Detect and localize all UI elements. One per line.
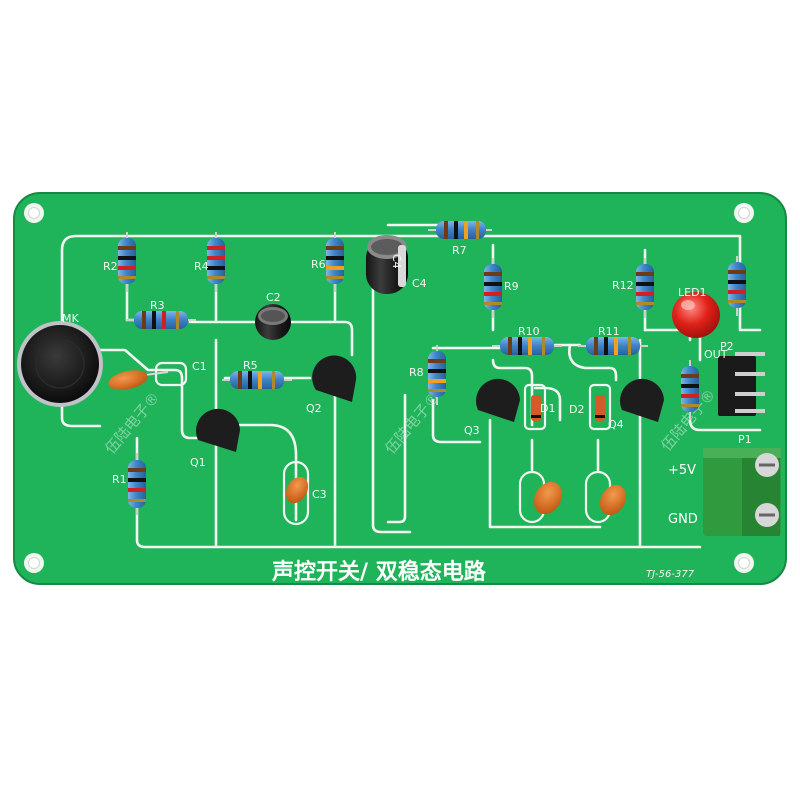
resistor-r12: [636, 258, 654, 318]
resistor-r14: [681, 360, 699, 420]
c4-body-label: C4: [390, 254, 403, 269]
label-c2: C2: [266, 291, 281, 304]
pcb-board: [14, 193, 786, 584]
mounting-holes: [24, 203, 754, 573]
resistor-r8: [428, 345, 446, 405]
resistor-r7: [428, 221, 492, 239]
capacitor-c6: [599, 484, 627, 516]
resistor-r2: [118, 232, 136, 292]
label-q2: Q2: [306, 402, 322, 415]
label-c1: C1: [192, 360, 207, 373]
label-led1: LED1: [678, 286, 707, 299]
diode-d2: [595, 395, 605, 421]
label-r3: R3: [150, 299, 165, 312]
label-mk: MK: [62, 312, 79, 325]
label-q3: Q3: [464, 424, 480, 437]
label-p2: P2: [720, 340, 734, 353]
label-r12: R12: [612, 279, 634, 292]
microphone: [17, 321, 103, 407]
resistor-r1: [128, 453, 146, 515]
board-code: TJ-56-377: [646, 569, 695, 580]
label-r8: R8: [409, 366, 424, 379]
board-title: 声控开关/ 双稳态电路: [271, 559, 487, 585]
label-c3: C3: [312, 488, 327, 501]
label-r4: R4: [194, 260, 209, 273]
label-p1: P1: [738, 433, 752, 446]
header-p2: [718, 352, 765, 416]
label-q4: Q4: [608, 418, 624, 431]
label-r6: R6: [311, 258, 326, 271]
label-r1: R1: [112, 473, 127, 486]
resistor-r13: [728, 256, 746, 316]
label-out: OUT: [704, 348, 728, 361]
resistor-r6: [326, 232, 344, 292]
label-r5: R5: [243, 359, 258, 372]
label-r9: R9: [504, 280, 519, 293]
capacitor-c2: [255, 304, 291, 340]
pcb-board-sheen: [13, 192, 787, 585]
transistor-q4: [620, 378, 664, 422]
transistor-q2: [312, 355, 357, 402]
label-c4: C4: [412, 277, 427, 290]
resistor-r10: [492, 337, 562, 355]
label-r10: R10: [518, 325, 540, 338]
resistor-r4: [207, 232, 225, 292]
resistor-r5: [222, 371, 292, 389]
diode-d1: [531, 395, 541, 421]
label-plus5v: +5V: [668, 463, 696, 478]
transistor-q1: [196, 408, 240, 452]
resistor-r9: [484, 258, 502, 318]
led-red: [672, 292, 720, 338]
terminal-p1: [703, 448, 781, 536]
resistor-r3: [126, 311, 196, 329]
resistor-r11: [578, 337, 648, 355]
capacitor-c4: C4: [366, 235, 408, 294]
label-gnd: GND: [668, 512, 698, 527]
label-r11: R11: [598, 325, 620, 338]
capacitor-c3: [285, 476, 309, 504]
capacitor-c1: [108, 370, 169, 390]
label-d2: D2: [569, 403, 584, 416]
label-r2: R2: [103, 260, 118, 273]
label-q1: Q1: [190, 456, 206, 469]
label-d1: D1: [540, 402, 555, 415]
label-r7: R7: [452, 244, 467, 257]
capacitor-c5: [533, 481, 563, 515]
transistor-q3: [476, 378, 520, 422]
